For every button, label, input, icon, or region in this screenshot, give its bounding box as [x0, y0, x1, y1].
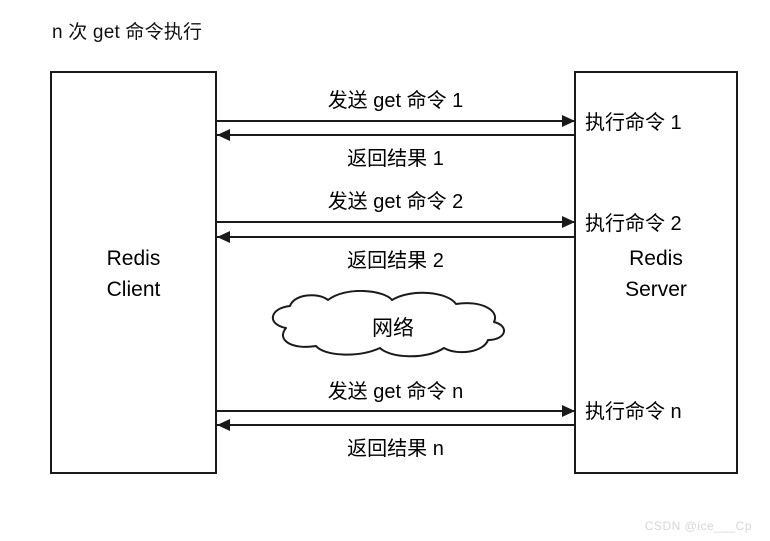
message-label-request-2: 发送 get 命令 2 [327, 191, 464, 213]
arrow-head-left-response-n [217, 419, 230, 431]
message-arrow-line-response-1 [217, 134, 574, 136]
message-label-response-2: 返回结果 2 [347, 250, 444, 272]
redis-server-label: Redis Server [625, 247, 687, 301]
arrow-head-left-response-1 [217, 129, 230, 141]
message-label-response-1: 返回结果 1 [347, 148, 444, 170]
server-event-execute-command-n: 执行命令 n [585, 401, 682, 423]
network-cloud-shape [262, 289, 524, 360]
arrow-head-right-request-1 [562, 115, 575, 127]
redis-client-box [50, 71, 217, 474]
message-arrow-line-request-1 [217, 120, 574, 122]
redis-client-label: Redis Client [106, 247, 161, 301]
message-label-request-n: 发送 get 命令 n [327, 381, 464, 403]
message-label-request-1: 发送 get 命令 1 [327, 90, 464, 112]
diagram-title: n 次 get 命令执行 [52, 22, 203, 43]
server-event-execute-command-1: 执行命令 1 [585, 112, 682, 134]
arrow-head-right-request-2 [562, 216, 575, 228]
network-cloud-label: 网络 [372, 317, 414, 340]
message-arrow-line-response-n [217, 424, 574, 426]
watermark: CSDN @ice___Cp [644, 519, 752, 533]
message-arrow-line-request-2 [217, 221, 574, 223]
arrow-head-left-response-2 [217, 231, 230, 243]
arrow-head-right-request-n [562, 405, 575, 417]
message-label-response-n: 返回结果 n [347, 438, 444, 460]
redis-server-box [574, 71, 738, 474]
message-arrow-line-request-n [217, 410, 574, 412]
server-event-execute-command-2: 执行命令 2 [585, 213, 682, 235]
message-arrow-line-response-2 [217, 236, 574, 238]
